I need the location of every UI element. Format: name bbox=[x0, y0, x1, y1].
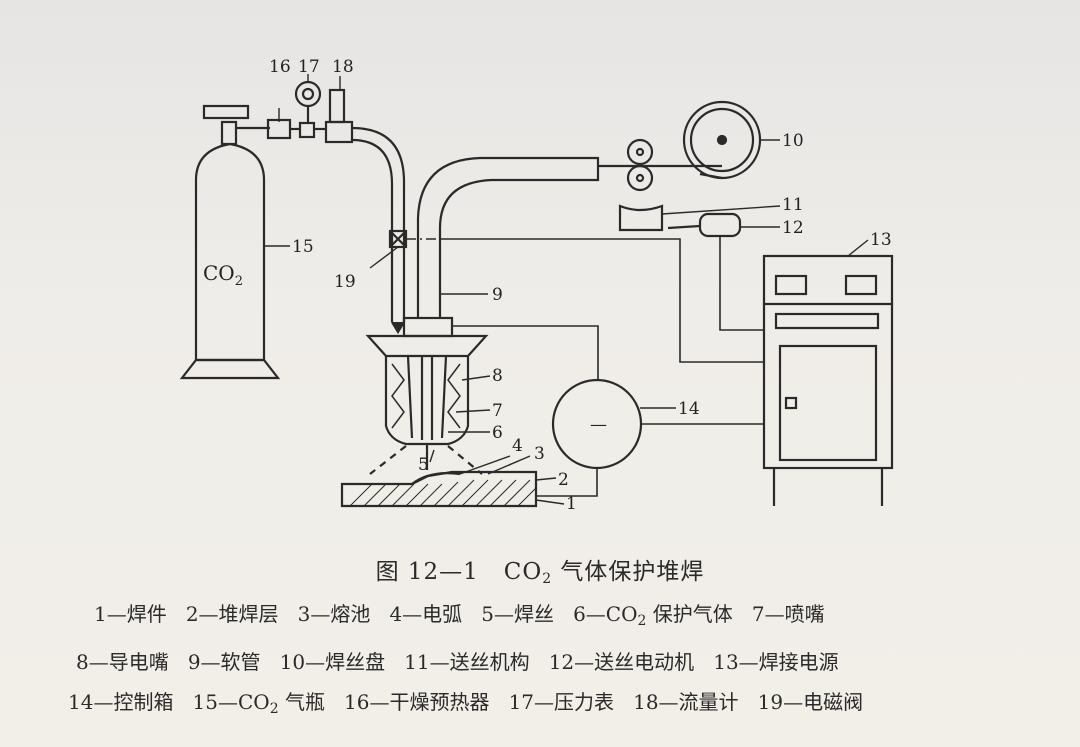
torch-hose bbox=[416, 156, 600, 318]
callout-10: 10 bbox=[782, 131, 804, 151]
legend-item: 气瓶 bbox=[284, 690, 325, 714]
legend-item: 16—干燥预热器 bbox=[344, 690, 490, 714]
callout-18: 18 bbox=[332, 57, 354, 77]
legend-item: 14—控制箱 bbox=[68, 690, 174, 714]
callout-9: 9 bbox=[492, 285, 503, 305]
callout-15: 15 bbox=[292, 237, 314, 257]
callout-8: 8 bbox=[492, 366, 503, 386]
callout-4: 4 bbox=[512, 436, 523, 456]
legend-row-2: 8—导电嘴 9—软管 10—焊丝盘 11—送丝机构 12—送丝电动机 13—焊接… bbox=[76, 646, 839, 675]
legend-item: 11—送丝机构 bbox=[404, 650, 530, 674]
cylinder-subscript: 2 bbox=[235, 274, 243, 289]
legend-item: 3—熔池 bbox=[297, 602, 371, 626]
legend-item: 5—焊丝 bbox=[481, 602, 554, 626]
legend-item: 6—CO bbox=[573, 602, 638, 626]
callout-6: 6 bbox=[492, 423, 503, 443]
legend-item: 13—焊接电源 bbox=[713, 650, 839, 674]
legend-item: 18—流量计 bbox=[633, 690, 739, 714]
caption-prefix: 图 12—1 bbox=[375, 559, 479, 585]
legend-item: 19—电磁阀 bbox=[757, 690, 864, 714]
legend-item: 1—焊件 bbox=[94, 602, 167, 626]
legend-item: 10—焊丝盘 bbox=[279, 650, 386, 674]
svg-text:CO2: CO2 bbox=[203, 261, 243, 289]
legend-row-1: 1—焊件 2—堆焊层 3—熔池 4—电弧 5—焊丝 6—CO2 保护气体 7—喷… bbox=[94, 598, 825, 629]
legend-item: 4—电弧 bbox=[389, 602, 463, 626]
caption-suffix: 气体保护堆焊 bbox=[560, 559, 705, 585]
caption-subscript: 2 bbox=[542, 571, 553, 587]
callout-14: 14 bbox=[678, 399, 700, 419]
callout-5: 5 bbox=[418, 455, 429, 475]
legend-row-3: 14—控制箱 15—CO2 气瓶 16—干燥预热器 17—压力表 18—流量计 … bbox=[68, 686, 863, 717]
gas-hose bbox=[351, 126, 406, 322]
legend-item: 保护气体 bbox=[652, 602, 733, 626]
wire-feeder bbox=[598, 100, 762, 238]
caption-co: CO bbox=[503, 559, 543, 585]
legend-item: 2—堆焊层 bbox=[185, 602, 279, 626]
legend-item: 8—导电嘴 bbox=[76, 650, 169, 674]
callout-11: 11 bbox=[782, 195, 804, 215]
callout-12: 12 bbox=[782, 218, 804, 238]
welding-torch bbox=[365, 316, 489, 446]
legend-subscript: 2 bbox=[637, 613, 647, 629]
callout-16: 16 bbox=[269, 57, 291, 77]
callout-1: 1 bbox=[566, 494, 577, 514]
legend-subscript: 2 bbox=[269, 701, 279, 717]
wiring bbox=[406, 236, 764, 497]
power-source bbox=[762, 254, 894, 506]
gas-cylinder bbox=[179, 104, 281, 380]
regulator-assembly bbox=[266, 80, 354, 144]
legend-item: 17—压力表 bbox=[508, 690, 615, 714]
callout-2: 2 bbox=[558, 470, 569, 490]
legend-item: 12—送丝电动机 bbox=[548, 650, 695, 674]
legend-item: 7—喷嘴 bbox=[751, 602, 825, 626]
cylinder-label: CO bbox=[203, 261, 235, 285]
callout-13: 13 bbox=[870, 230, 892, 250]
callout-3: 3 bbox=[534, 444, 545, 464]
callout-17: 17 bbox=[298, 57, 320, 77]
control-box-symbol: — bbox=[590, 415, 607, 435]
callout-19: 19 bbox=[334, 272, 356, 292]
callout-7: 7 bbox=[492, 401, 503, 421]
legend-item: 15—CO bbox=[192, 690, 270, 714]
legend-item: 9—软管 bbox=[187, 650, 261, 674]
figure-caption: 图 12—1 CO2 气体保护堆焊 bbox=[0, 552, 1080, 587]
